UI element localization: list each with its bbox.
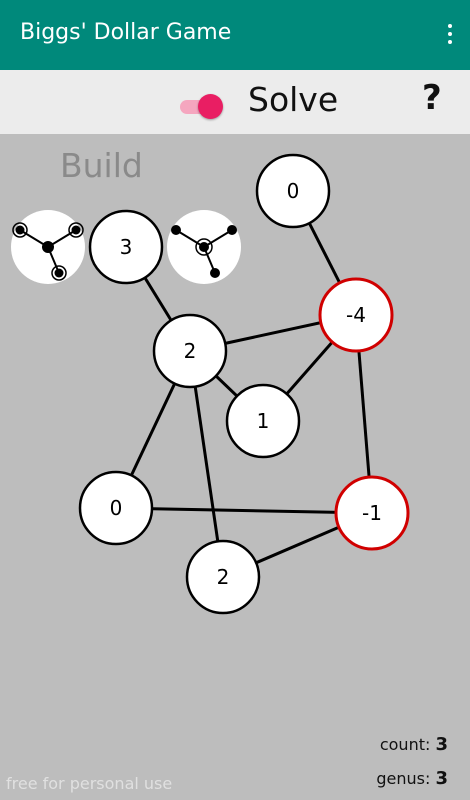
genus-value: 3 <box>435 768 448 789</box>
node-value: 2 <box>217 565 230 589</box>
count-value: 3 <box>435 734 448 755</box>
app-bar: Biggs' Dollar Game <box>0 0 470 70</box>
graph-canvas[interactable]: 0 3 -4 2 1 0 -1 2 <box>0 134 470 800</box>
graph-node[interactable]: -4 <box>318 277 394 353</box>
watermark-text: free for personal use <box>6 774 173 793</box>
toggle-thumb <box>198 94 223 119</box>
node-circle <box>318 277 394 353</box>
node-value: 1 <box>257 409 270 433</box>
graph-node[interactable]: 0 <box>78 470 154 546</box>
node-circle <box>185 539 261 615</box>
node-circle <box>255 153 331 229</box>
genus-status: genus: 3 <box>376 768 448 789</box>
graph-node[interactable]: 2 <box>185 539 261 615</box>
graph-edge <box>188 350 225 578</box>
graph-edge <box>115 506 373 515</box>
node-circle <box>334 475 410 551</box>
mode-toggle-switch[interactable] <box>180 94 223 119</box>
app-title: Biggs' Dollar Game <box>20 20 232 45</box>
graph-node[interactable]: 3 <box>88 209 164 285</box>
node-value: 0 <box>110 496 123 520</box>
node-value: -1 <box>362 501 382 525</box>
solve-mode-label[interactable]: Solve <box>248 80 339 119</box>
node-value: 2 <box>184 339 197 363</box>
give-tool-icon[interactable] <box>11 210 85 284</box>
help-button[interactable]: ? <box>422 78 442 118</box>
genus-label: genus: <box>376 769 431 788</box>
build-mode-label[interactable]: Build <box>60 146 143 185</box>
overflow-menu-icon[interactable] <box>444 24 456 48</box>
node-circle <box>78 470 154 546</box>
graph-node[interactable]: 2 <box>152 313 228 389</box>
graph-node[interactable]: 0 <box>255 153 331 229</box>
node-value: 0 <box>287 179 300 203</box>
graph-node[interactable]: 1 <box>225 383 301 459</box>
node-circle <box>88 209 164 285</box>
game-board[interactable]: 0 3 -4 2 1 0 -1 2 <box>0 134 470 800</box>
count-label: count: <box>379 735 431 754</box>
node-value: 3 <box>120 235 133 259</box>
node-circle <box>225 383 301 459</box>
node-value: -4 <box>346 303 366 327</box>
mode-bar: Build Solve ? <box>0 70 470 185</box>
count-status: count: 3 <box>380 734 448 755</box>
node-circle <box>152 313 228 389</box>
take-tool-icon[interactable] <box>167 210 241 284</box>
graph-node[interactable]: -1 <box>334 475 410 551</box>
